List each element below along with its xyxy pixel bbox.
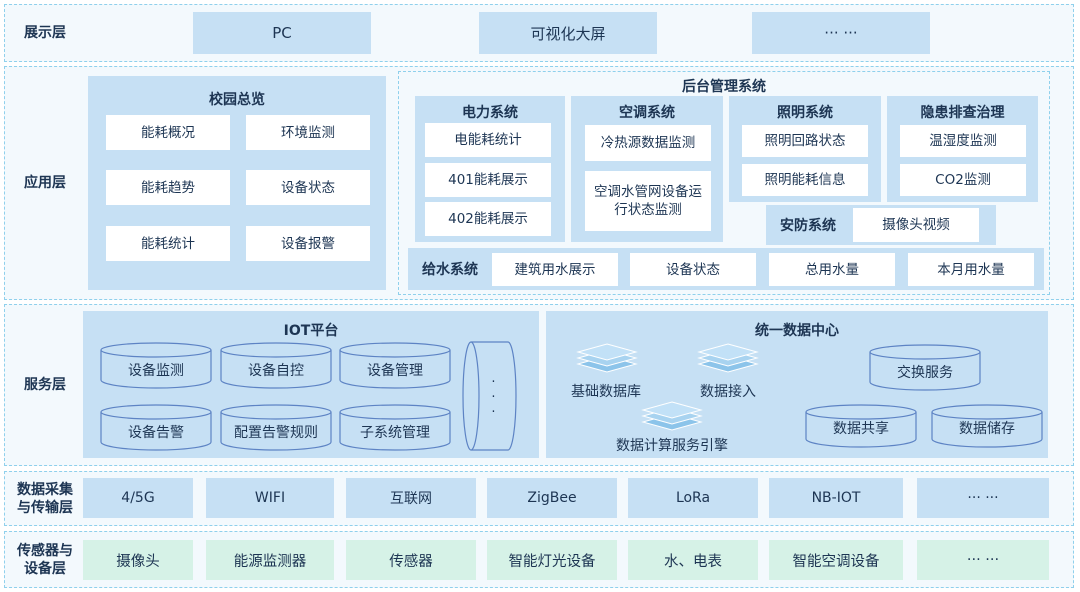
water-item: 设备状态 — [630, 253, 756, 286]
iot-cylinder: 设备管理 — [339, 342, 451, 390]
application-layer-label: 应用层 — [24, 175, 66, 191]
transport-item: ··· ··· — [917, 478, 1049, 518]
hvac-item: 空调水管网设备运行状态监测 — [585, 171, 711, 231]
transport-layer-label: 数据采集 与传输层 — [17, 481, 73, 516]
iot-cylinder: 子系统管理 — [339, 404, 451, 452]
presentation-more-item: ··· ··· — [752, 12, 930, 54]
iot-platform-title: IOT平台 — [283, 323, 339, 339]
sensor-layer-label: 传感器与 设备层 — [17, 542, 73, 577]
hvac-item: 冷热源数据监测 — [585, 125, 711, 161]
presentation-layer-label: 展示层 — [24, 25, 66, 41]
sensor-item: 智能空调设备 — [769, 540, 903, 580]
datacenter-cylinder: 数据共享 — [805, 404, 917, 448]
lighting-system-title: 照明系统 — [777, 105, 833, 121]
water-system-title: 给水系统 — [422, 262, 478, 278]
power-item: 401能耗展示 — [425, 163, 551, 197]
transport-item: ZigBee — [487, 478, 617, 518]
sensor-item: 能源监测器 — [206, 540, 334, 580]
transport-item: WIFI — [206, 478, 334, 518]
lighting-item: 照明回路状态 — [742, 125, 868, 157]
transport-item: 4/5G — [83, 478, 193, 518]
hazard-item: 温湿度监测 — [900, 125, 1026, 157]
transport-item: 互联网 — [346, 478, 476, 518]
backend-management-title: 后台管理系统 — [682, 79, 766, 95]
datacenter-stack-label: 数据接入 — [700, 384, 756, 400]
campus-item: 能耗趋势 — [106, 170, 230, 205]
pc-item: PC — [193, 12, 371, 54]
data-access-stack-icon — [697, 342, 759, 378]
sensor-item: 水、电表 — [628, 540, 758, 580]
campus-item: 环境监测 — [246, 115, 370, 150]
sensor-item: 传感器 — [346, 540, 476, 580]
datacenter-cylinder: 交换服务 — [869, 344, 981, 392]
iot-more-label: ··· — [486, 375, 501, 420]
water-item: 本月用水量 — [908, 253, 1034, 286]
iot-cylinder: 设备自控 — [220, 342, 332, 390]
water-item: 总用水量 — [769, 253, 895, 286]
lighting-item: 照明能耗信息 — [742, 164, 868, 196]
campus-item: 设备状态 — [246, 170, 370, 205]
datacenter-cylinder: 数据储存 — [931, 404, 1043, 448]
sensor-item: 摄像头 — [83, 540, 193, 580]
hazard-item: CO2监测 — [900, 164, 1026, 196]
iot-cylinder: 设备告警 — [100, 404, 212, 452]
datacenter-stack-label: 数据计算服务引擎 — [616, 438, 728, 454]
datacenter-stack-label: 基础数据库 — [571, 384, 641, 400]
power-item: 402能耗展示 — [425, 202, 551, 236]
iot-cylinder: 设备监测 — [100, 342, 212, 390]
hazard-system-title: 隐患排查治理 — [920, 105, 1005, 121]
power-item: 电能耗统计 — [425, 123, 551, 157]
compute-engine-stack-icon — [641, 401, 703, 435]
iot-more-cylinder: ··· — [462, 341, 518, 451]
security-system-title: 安防系统 — [780, 218, 836, 234]
service-layer-label: 服务层 — [24, 377, 66, 393]
sensor-item: ··· ··· — [917, 540, 1049, 580]
transport-item: NB-IOT — [769, 478, 903, 518]
campus-item: 能耗概况 — [106, 115, 230, 150]
campus-item: 设备报警 — [246, 226, 370, 261]
campus-overview-title: 校园总览 — [209, 92, 265, 108]
data-center-title: 统一数据中心 — [755, 323, 839, 339]
water-item: 建筑用水展示 — [492, 253, 618, 286]
power-system-title: 电力系统 — [462, 105, 518, 121]
iot-cylinder: 配置告警规则 — [220, 404, 332, 452]
security-item: 摄像头视频 — [853, 208, 979, 242]
campus-item: 能耗统计 — [106, 226, 230, 261]
sensor-item: 智能灯光设备 — [487, 540, 617, 580]
database-stack-icon — [576, 342, 638, 378]
transport-item: LoRa — [628, 478, 758, 518]
big-screen-item: 可视化大屏 — [479, 12, 657, 54]
hvac-system-title: 空调系统 — [619, 105, 675, 121]
